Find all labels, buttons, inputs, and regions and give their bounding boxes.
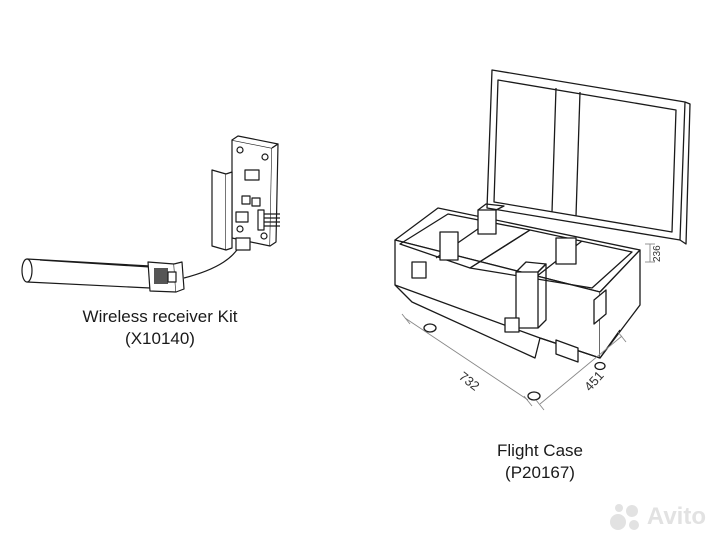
receiver-kit-caption: Wireless receiver Kit (X10140) (40, 306, 280, 350)
flight-case-name: Flight Case (497, 441, 583, 460)
receiver-kit-code: (X10140) (125, 329, 195, 348)
antenna-tube (21, 258, 151, 289)
dimension-length-label: 732 (456, 369, 482, 394)
flight-case-lid (486, 69, 691, 245)
dimension-height-label: 236 (652, 245, 663, 262)
flight-case-body (394, 207, 641, 401)
watermark-text: Avito (646, 503, 706, 530)
antenna-connector (147, 261, 185, 293)
flight-case-hardware (411, 261, 607, 363)
flight-case-drawing (394, 69, 691, 411)
dimension-width-label: 451 (581, 368, 607, 394)
wireless-receiver-kit-drawing (21, 135, 280, 293)
receiver-bracket (211, 169, 280, 251)
flight-case-compartments (399, 203, 633, 329)
watermark: Avito (609, 502, 706, 532)
dimension-lines (401, 243, 655, 411)
mounting-plate (231, 135, 279, 247)
avito-dots-icon (609, 504, 639, 530)
receiver-kit-name: Wireless receiver Kit (82, 307, 238, 326)
flight-case-caption: Flight Case (P20167) (420, 440, 660, 484)
flight-case-code: (P20167) (505, 463, 575, 482)
